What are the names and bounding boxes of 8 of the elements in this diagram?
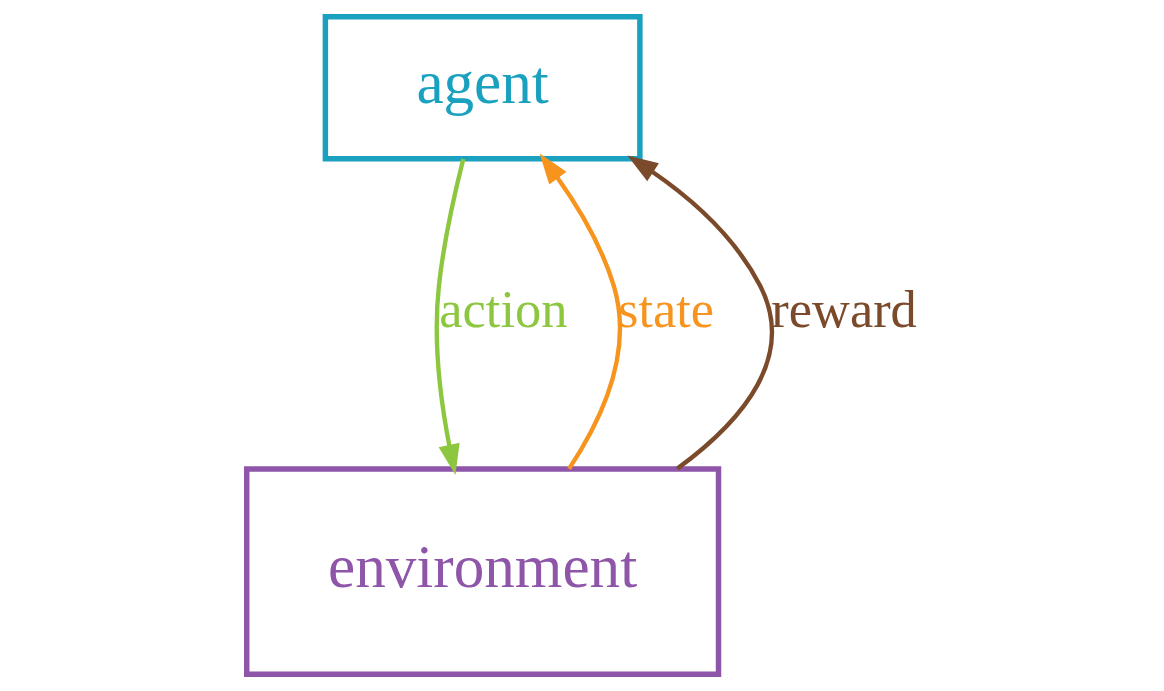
arrow [627, 155, 775, 471]
node-box: agent [322, 14, 643, 162]
arrow [539, 153, 622, 471]
arrow [434, 158, 466, 475]
edge-label: action [439, 280, 568, 339]
edge-label: state [618, 280, 715, 339]
node-box: environment [244, 466, 722, 677]
edge-label: reward [771, 280, 917, 339]
